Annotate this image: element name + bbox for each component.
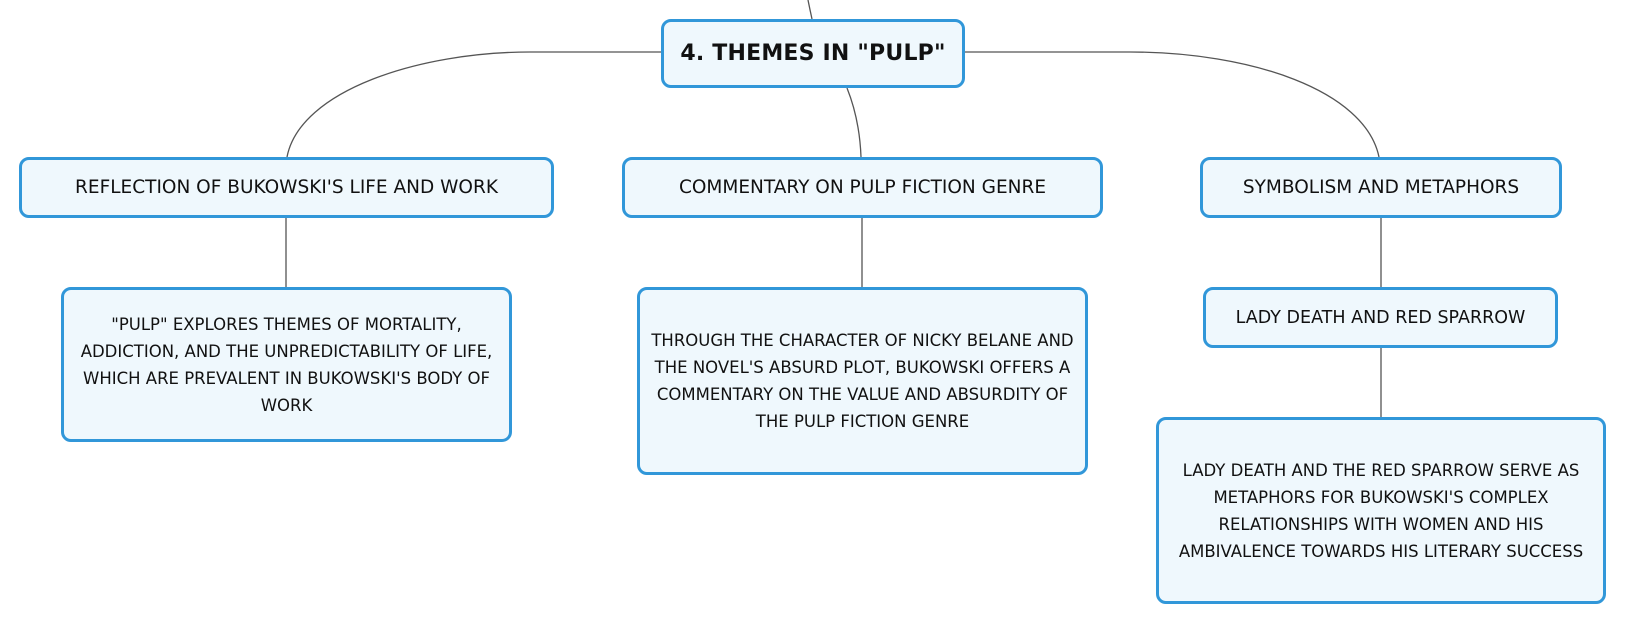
detail-node-pulp-fiction-genre[interactable]: THROUGH THE CHARACTER OF NICKY BELANE AN… (637, 287, 1088, 475)
central-topic[interactable]: 4. THEMES IN "PULP" (661, 19, 965, 88)
subtopic-lady-death-and-red-sparrow[interactable]: LADY DEATH AND RED SPARROW (1203, 287, 1558, 348)
connector-root-to-branch-1 (286, 51, 661, 158)
topic-label: COMMENTARY ON PULP FICTION GENRE (678, 177, 1047, 198)
detail-text: LADY DEATH AND THE RED SPARROW SERVE AS … (1178, 460, 1584, 561)
subtopic-label: LADY DEATH AND RED SPARROW (1235, 307, 1526, 328)
connector-root-to-branch-3 (965, 51, 1380, 158)
topic-symbolism-and-metaphors[interactable]: SYMBOLISM AND METAPHORS (1200, 157, 1562, 218)
detail-node-life-and-work[interactable]: "PULP" EXPLORES THEMES OF MORTALITY, ADD… (61, 287, 512, 442)
connector-root-to-branch-2 (846, 87, 862, 158)
topic-commentary-on-pulp-fiction[interactable]: COMMENTARY ON PULP FICTION GENRE (622, 157, 1103, 218)
topic-label: SYMBOLISM AND METAPHORS (1242, 177, 1520, 198)
detail-text: THROUGH THE CHARACTER OF NICKY BELANE AN… (651, 331, 1074, 431)
central-topic-label: 4. THEMES IN "PULP" (680, 41, 946, 66)
connector-parent-to-root (807, 0, 813, 20)
topic-label: REFLECTION OF BUKOWSKI'S LIFE AND WORK (75, 177, 498, 198)
topic-reflection-of-bukowskis-life[interactable]: REFLECTION OF BUKOWSKI'S LIFE AND WORK (19, 157, 554, 218)
detail-node-lady-death-metaphor[interactable]: LADY DEATH AND THE RED SPARROW SERVE AS … (1156, 417, 1606, 604)
detail-text: "PULP" EXPLORES THEMES OF MORTALITY, ADD… (80, 314, 493, 415)
